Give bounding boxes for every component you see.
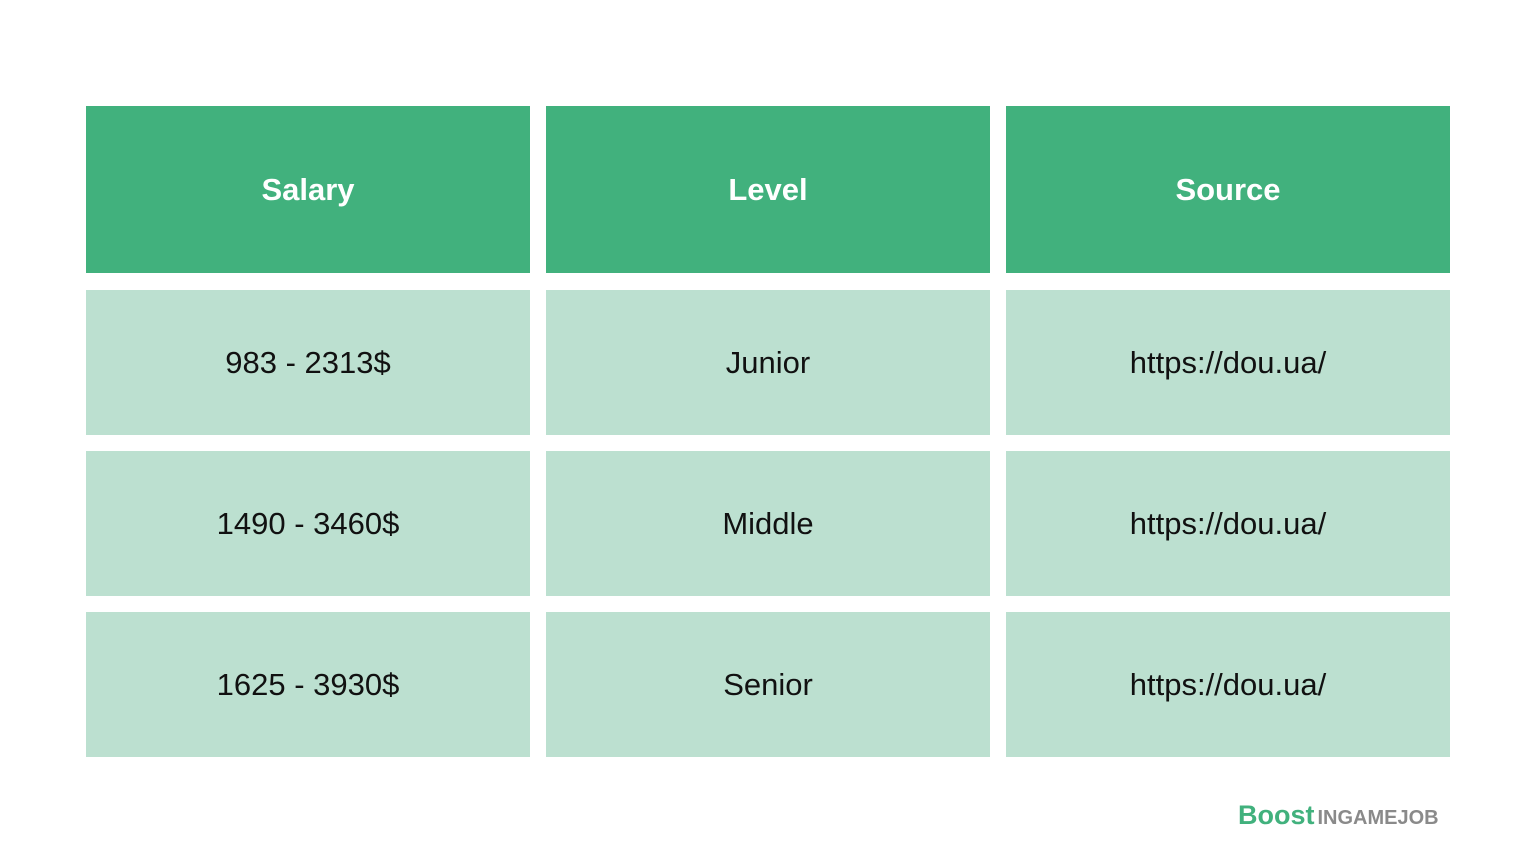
cell-salary: 1490 - 3460$ — [86, 451, 530, 596]
cell-salary: 983 - 2313$ — [86, 290, 530, 435]
cell-source-link[interactable]: https://dou.ua/ — [1006, 451, 1450, 596]
cell-level: Junior — [546, 290, 990, 435]
cell-source-link[interactable]: https://dou.ua/ — [1006, 290, 1450, 435]
logo-secondary: INGAMEJOB — [1317, 807, 1439, 829]
header-salary: Salary — [86, 106, 530, 273]
cell-source-link[interactable]: https://dou.ua/ — [1006, 612, 1450, 757]
logo-primary: Boost — [1238, 800, 1315, 830]
cell-level: Middle — [546, 451, 990, 596]
cell-level: Senior — [546, 612, 990, 757]
cell-salary: 1625 - 3930$ — [86, 612, 530, 757]
header-source: Source — [1006, 106, 1450, 273]
header-level: Level — [546, 106, 990, 273]
brand-logo: Boost INGAMEJOB — [1238, 800, 1439, 831]
